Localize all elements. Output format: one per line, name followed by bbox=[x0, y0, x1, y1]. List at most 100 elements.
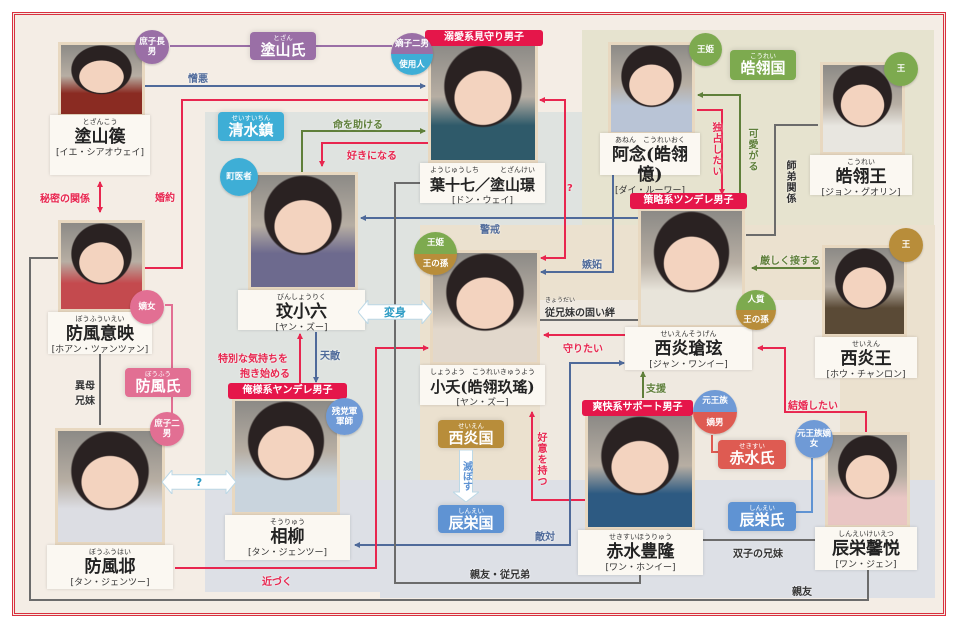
name-furigana: そうりゅう bbox=[270, 518, 305, 526]
clan-furigana: こうれい bbox=[750, 52, 776, 60]
relation-furigana: きょうだい bbox=[545, 297, 576, 304]
line-hostile bbox=[354, 360, 625, 548]
character-type-tag: 爽快系サポート男子 bbox=[582, 400, 693, 416]
relation-text: 敵対 bbox=[535, 532, 555, 543]
role-badge: 人質王の孫 bbox=[736, 290, 776, 330]
name-card: せいえんそうげん西炎瑲玹[ジャン・ワンイー] bbox=[625, 327, 752, 370]
portrait-photo[interactable] bbox=[232, 398, 340, 515]
relation-text: 支援 bbox=[646, 384, 666, 395]
line-monopolize bbox=[697, 109, 725, 195]
clan-name: 辰栄国 bbox=[448, 514, 494, 532]
line-clan-sekisui bbox=[711, 435, 720, 453]
role-badge: 嫡女 bbox=[130, 290, 164, 324]
transform-arrow-text: 変身 bbox=[384, 306, 406, 319]
name-furigana: しょうよう こうれいきゅうよう bbox=[430, 368, 535, 376]
character-name: 葉十七／塗山璟 bbox=[429, 176, 535, 194]
line-best-friend bbox=[29, 257, 869, 601]
line-fall-in-love bbox=[319, 142, 428, 167]
label-twins: 双子の兄妹 bbox=[733, 545, 783, 560]
line-save-life bbox=[301, 128, 426, 172]
role-badge: 元王族嫡女 bbox=[795, 420, 833, 458]
portrait-photo[interactable] bbox=[608, 42, 695, 135]
actor-name: [ワン・ジェン] bbox=[835, 560, 897, 570]
relation-text: 憎悪 bbox=[188, 74, 208, 85]
portrait-photo[interactable] bbox=[248, 172, 358, 290]
name-furigana: せいえん bbox=[852, 340, 880, 348]
label-cherish: 可愛がる bbox=[744, 128, 759, 172]
relation-text: 特別な気持ちを bbox=[218, 354, 288, 365]
label-protect: 守りたい bbox=[563, 340, 603, 355]
portrait-photo[interactable] bbox=[58, 220, 145, 312]
badge-text: 嫡男 bbox=[693, 412, 737, 434]
character-type-tag: 俺様系ヤンデレ男子 bbox=[228, 383, 347, 399]
role-badge: 庶子二男 bbox=[150, 412, 184, 446]
label-cousin-bond: きょうだい従兄妹の固い絆 bbox=[545, 297, 615, 319]
character-name: 西炎王 bbox=[840, 349, 892, 369]
name-card: びんしょうりく玟小六[ヤン・ズー] bbox=[238, 290, 365, 333]
name-furigana: ようじゅうしち とざんけい bbox=[430, 166, 535, 174]
badge-text: 町医者 bbox=[220, 158, 258, 196]
portrait-photo[interactable] bbox=[430, 250, 540, 365]
clan-name: 辰栄氏 bbox=[739, 511, 785, 529]
character-name: 皓翎王 bbox=[835, 167, 887, 187]
portrait-photo[interactable] bbox=[825, 432, 910, 528]
badge-text: 元王族 bbox=[693, 390, 737, 412]
clan-tozan: とざん塗山氏 bbox=[250, 32, 316, 60]
role-badge: 王姫 bbox=[689, 33, 722, 66]
character-name: 防風邶 bbox=[84, 557, 136, 577]
label-half-2: 兄妹 bbox=[75, 392, 95, 407]
label-engagement: 婚約 bbox=[155, 189, 175, 204]
line-clan-shinei bbox=[795, 458, 813, 513]
clan-furigana: せいえん bbox=[458, 422, 484, 430]
name-card: そうりゅう相柳[タン・ジェンツー] bbox=[225, 515, 350, 560]
actor-name: [ダイ・ルーワー] bbox=[614, 186, 686, 196]
character-name: 阿念(皓翎憶) bbox=[611, 145, 689, 185]
actor-name: [ドン・ウェイ] bbox=[451, 196, 514, 206]
role-badge: 町医者 bbox=[220, 158, 258, 196]
badge-text: 王 bbox=[889, 228, 923, 262]
portrait-photo[interactable] bbox=[822, 245, 907, 337]
label-special-feeling-1: 特別な気持ちを bbox=[218, 350, 288, 365]
line-cherish bbox=[697, 92, 741, 205]
portrait-photo[interactable] bbox=[55, 428, 165, 545]
portrait-photo[interactable] bbox=[58, 42, 145, 117]
name-furigana: しんえいけいえつ bbox=[838, 530, 894, 538]
portrait-photo[interactable] bbox=[585, 413, 695, 530]
relation-text: 厳しく接する bbox=[760, 256, 820, 267]
name-card: こうれい皓翎王[ジョン・グオリン] bbox=[810, 155, 912, 198]
actor-name: [イエ・シアオウェイ] bbox=[56, 148, 144, 158]
label-monopolize: 独占したい bbox=[708, 122, 723, 177]
portrait-photo[interactable] bbox=[428, 42, 538, 163]
role-badge: 嫡子二男使用人 bbox=[391, 33, 433, 75]
badge-text: 残党軍軍師 bbox=[326, 398, 363, 435]
actor-name: [ヤン・ズー] bbox=[456, 398, 509, 408]
actor-name: [ヤン・ズー] bbox=[275, 323, 328, 333]
character-name: 辰栄馨悦 bbox=[832, 539, 900, 559]
relation-text: 近づく bbox=[262, 577, 292, 588]
label-secret: 秘密の関係 bbox=[40, 190, 90, 205]
relation-text: 守りたい bbox=[563, 344, 603, 355]
line-want-marry bbox=[757, 345, 867, 432]
actor-name: [タン・ジェンツー] bbox=[247, 548, 328, 558]
actor-name: [タン・ジェンツー] bbox=[70, 578, 150, 588]
label-nemesis: 天敵 bbox=[320, 347, 340, 362]
name-card: せいえん西炎王[ホウ・チャンロン] bbox=[815, 337, 917, 380]
badge-text: 元王族嫡女 bbox=[795, 420, 833, 458]
label-friend-cousin: 親友・従兄弟 bbox=[470, 566, 530, 581]
clan-boufu: ぼうふう防風氏 bbox=[125, 368, 191, 397]
unknown-relation-arrow: ? bbox=[162, 470, 236, 494]
name-furigana: ぼうふういえい bbox=[75, 315, 125, 323]
relation-text: 好きになる bbox=[347, 151, 397, 162]
badge-text: 王姫 bbox=[414, 232, 457, 254]
label-hostile: 敵対 bbox=[535, 528, 555, 543]
label-half-1: 異母 bbox=[75, 377, 95, 392]
name-card: ようじゅうしち とざんけい葉十七／塗山璟 [ドン・ウェイ] bbox=[420, 163, 545, 206]
badge-text: 嫡女 bbox=[130, 290, 164, 324]
clan-name: 防風氏 bbox=[135, 377, 181, 395]
portrait-photo[interactable] bbox=[638, 208, 745, 328]
clan-name: 皓翎国 bbox=[740, 59, 786, 77]
clan-furigana: しんえい bbox=[749, 504, 775, 512]
name-furigana: あねん こうれいおく bbox=[615, 136, 685, 144]
label-hatred: 憎悪 bbox=[188, 70, 208, 85]
badge-text: 使用人 bbox=[391, 54, 433, 75]
